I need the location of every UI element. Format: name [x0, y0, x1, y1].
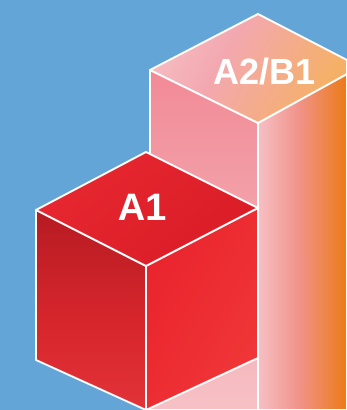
cube-a1-label: A1: [118, 187, 167, 229]
cube-a2b1-right-face: [258, 74, 347, 410]
cube-a2b1-label: A2/B1: [213, 51, 315, 92]
